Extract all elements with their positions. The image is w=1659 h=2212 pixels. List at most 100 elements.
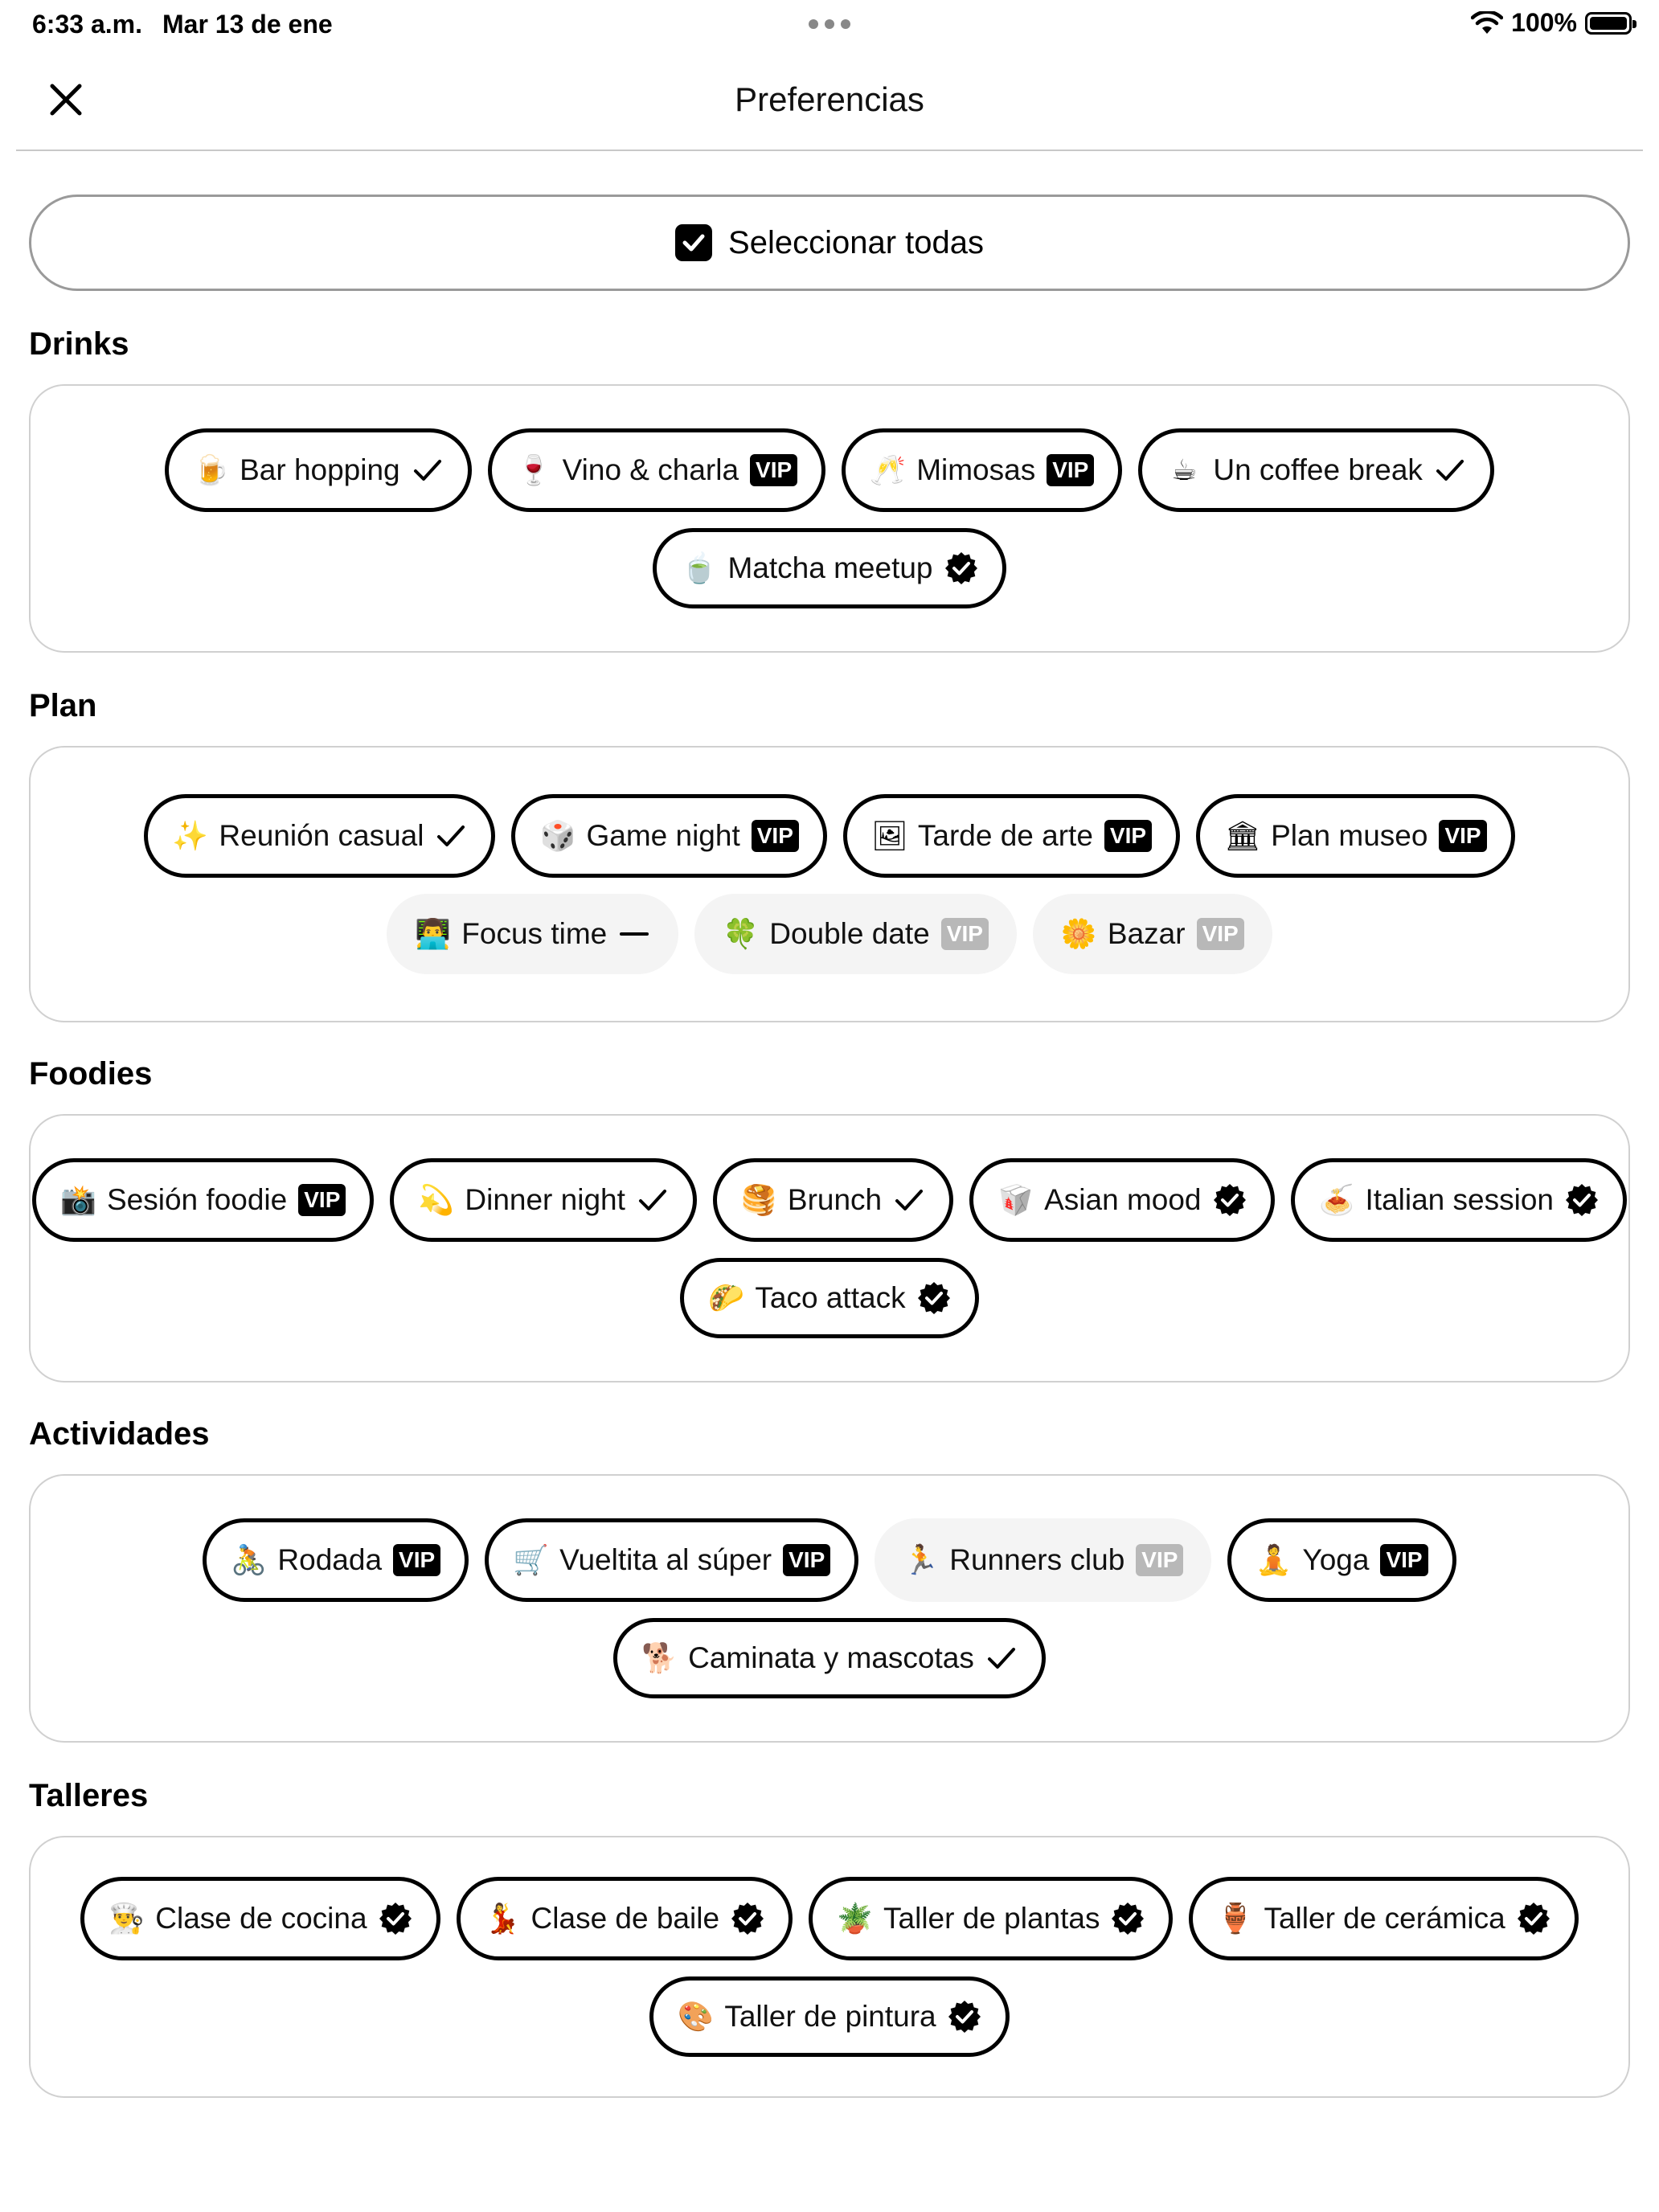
chip-label: Dinner night xyxy=(465,1183,625,1216)
battery-percent: 100% xyxy=(1511,8,1577,37)
chip-emoji-icon: 🍺 xyxy=(193,454,229,487)
vip-badge: VIP xyxy=(1047,454,1095,486)
preference-chip[interactable]: 🥡Asian mood xyxy=(969,1158,1275,1242)
chip-emoji-icon: 🖼 xyxy=(870,820,908,853)
preference-chip[interactable]: ✨ Reunión casual xyxy=(144,794,496,878)
status-right: 100% xyxy=(1471,8,1636,38)
chip-emoji-icon: 🏃 xyxy=(903,1544,940,1577)
chip-emoji-icon: 🎨 xyxy=(678,2001,715,2034)
navigation-bar: Preferencias xyxy=(16,50,1643,151)
chip-emoji-icon: ✨ xyxy=(172,820,209,853)
section-title: Talleres xyxy=(29,1778,149,1813)
vip-badge: VIP xyxy=(750,454,798,486)
chip-emoji-icon: 🍀 xyxy=(723,918,760,951)
section-title: Actividades xyxy=(29,1416,210,1452)
verified-badge-icon xyxy=(1517,1903,1550,1935)
checkmark-icon xyxy=(895,1190,924,1210)
preference-chip[interactable]: 🏺Taller de cerámica xyxy=(1189,1877,1579,1960)
chip-label: Reunión casual xyxy=(219,819,424,852)
verified-badge-icon xyxy=(1112,1903,1145,1935)
preference-chip[interactable]: 🐕Caminata y mascotas xyxy=(613,1618,1046,1698)
chip-emoji-icon: 🌮 xyxy=(708,1282,745,1315)
chip-row: 🐕Caminata y mascotas xyxy=(613,1618,1046,1698)
chip-label: Plan museo xyxy=(1271,819,1428,852)
chip-label: Un coffee break xyxy=(1213,453,1423,486)
vip-badge: VIP xyxy=(940,918,989,950)
checkmark-icon xyxy=(1436,460,1464,481)
preference-chip[interactable]: 👨‍💻Focus time xyxy=(387,894,679,974)
preference-chip[interactable]: 🥞Brunch xyxy=(712,1158,954,1242)
chip-label: Rodada xyxy=(277,1543,383,1576)
vip-badge: VIP xyxy=(1196,918,1244,950)
verified-badge-icon xyxy=(917,1282,950,1314)
preference-chip[interactable]: 🍀 Double date VIP xyxy=(694,894,1017,974)
chip-label: Sesión foodie xyxy=(107,1183,288,1216)
chip-row: 🌮Taco attack xyxy=(680,1258,979,1338)
chip-label: Clase de cocina xyxy=(155,1902,367,1935)
chip-emoji-icon: 🎲 xyxy=(539,820,576,853)
preference-chip[interactable]: 🪴Taller de plantas xyxy=(809,1877,1174,1960)
vip-badge: VIP xyxy=(298,1184,346,1216)
chip-emoji-icon: 👨‍💻 xyxy=(415,918,452,951)
vip-badge: VIP xyxy=(1380,1544,1428,1576)
vip-badge: VIP xyxy=(783,1544,831,1576)
chip-label: Caminata y mascotas xyxy=(688,1641,974,1674)
chip-label: Mimosas xyxy=(916,453,1036,486)
preference-chip[interactable]: 🍺Bar hopping xyxy=(165,428,472,512)
checkbox-checked-icon xyxy=(675,224,713,261)
section-title: Plan xyxy=(29,688,97,723)
chip-emoji-icon: 🥡 xyxy=(997,1184,1034,1217)
status-time: 6:33 a.m. xyxy=(32,10,142,39)
chip-emoji-icon: 🍵 xyxy=(681,552,718,585)
chip-label: Taller de plantas xyxy=(883,1902,1100,1935)
chip-emoji-icon: 🏛 xyxy=(1224,820,1261,853)
chip-label: Bazar xyxy=(1107,917,1186,950)
chip-row: 👨‍🍳 Clase de cocina 💃Clase de baile🪴Taller… xyxy=(80,1877,1579,1960)
verified-badge-icon xyxy=(1213,1184,1246,1216)
chip-emoji-icon: 🚴 xyxy=(231,1544,268,1577)
preference-chip[interactable]: 🍝Italian session xyxy=(1290,1158,1627,1242)
checkmark-icon xyxy=(437,825,465,846)
chip-emoji-icon: 👨‍🍳 xyxy=(109,1903,145,1936)
chip-label: Tarde de arte xyxy=(917,819,1093,852)
verified-badge-icon xyxy=(731,1903,764,1935)
select-all-label: Seleccionar todas xyxy=(728,224,984,260)
preference-chip[interactable]: 🍵Matcha meetup xyxy=(653,528,1006,608)
preference-chip[interactable]: 🌮Taco attack xyxy=(680,1258,979,1338)
close-button[interactable] xyxy=(43,77,88,122)
preference-chip[interactable]: 💫Dinner night xyxy=(390,1158,697,1242)
multitasking-dots[interactable] xyxy=(809,19,850,29)
chip-emoji-icon: 🍷 xyxy=(515,454,552,487)
vip-badge: VIP xyxy=(751,820,799,852)
checkmark-icon xyxy=(413,460,441,481)
preference-chip[interactable]: ☕Un coffee break xyxy=(1138,428,1494,512)
chip-label: Clase de baile xyxy=(530,1902,720,1935)
preference-chip[interactable]: 👨‍🍳 Clase de cocina xyxy=(80,1877,440,1960)
preference-chip[interactable]: 💃Clase de baile xyxy=(456,1877,793,1960)
chip-label: Vueltita al súper xyxy=(559,1543,772,1576)
battery-icon xyxy=(1585,11,1636,35)
chip-label: Double date xyxy=(769,917,930,950)
verified-badge-icon xyxy=(1565,1184,1598,1216)
preference-chip[interactable]: 🎨 Taller de pintura xyxy=(649,1976,1010,2057)
select-all-button[interactable]: Seleccionar todas xyxy=(29,195,1630,291)
chip-label: Taller de pintura xyxy=(724,2000,936,2033)
chip-label: Runners club xyxy=(949,1543,1125,1576)
chip-row: 🍵Matcha meetup xyxy=(653,528,1006,608)
